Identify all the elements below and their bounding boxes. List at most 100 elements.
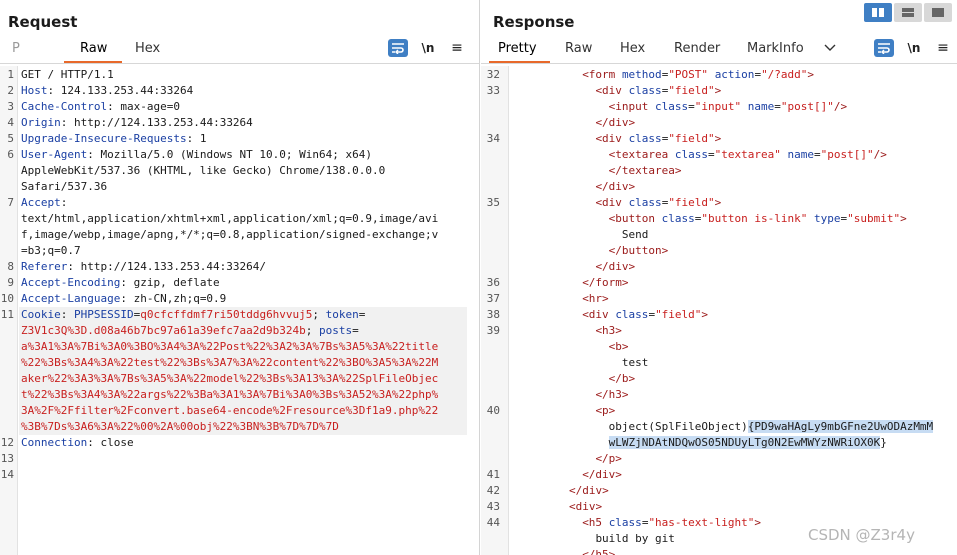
code-line: <h3> xyxy=(595,323,622,339)
response-menu-button[interactable]: ≡ xyxy=(937,40,949,56)
layout-tabs-button[interactable] xyxy=(924,3,952,22)
line-number-gutter xyxy=(481,66,509,555)
request-tabs: P Raw Hex \n ≡ xyxy=(0,38,479,64)
code-line: t%22%3Bs%3A4%3A%22args%22%3Ba%3A1%3A%7Bi… xyxy=(21,387,438,403)
code-line: Send xyxy=(622,227,649,243)
line-number: 7 xyxy=(7,196,14,209)
code-token: : close xyxy=(87,436,134,449)
tab-p[interactable]: P xyxy=(12,41,20,56)
code-token: } xyxy=(880,436,887,449)
code-token: class xyxy=(661,212,695,225)
code-token xyxy=(708,68,715,81)
code-token: Cache-Control xyxy=(21,100,108,113)
code-line: aker%22%3A3%3A%7Bs%3A5%3A%22model%22%3Bs… xyxy=(21,371,438,387)
line-number: 35 xyxy=(486,196,500,209)
code-line: </h3> xyxy=(595,387,628,403)
response-viewer[interactable]: 32<form method="POST" action="/?add">33<… xyxy=(481,66,957,555)
code-token: class xyxy=(628,132,662,145)
code-token: = xyxy=(661,132,669,145)
code-line: text/html,application/xhtml+xml,applicat… xyxy=(21,211,438,227)
tab-hex[interactable]: Hex xyxy=(620,41,646,56)
code-token: ; xyxy=(312,308,326,321)
wrap-lines-button[interactable] xyxy=(388,39,408,57)
tab-render[interactable]: Render xyxy=(674,41,721,56)
code-line: Cache-Control: max-age=0 xyxy=(21,99,180,115)
code-token: > xyxy=(714,196,722,209)
code-token: ; xyxy=(305,324,320,337)
code-token: <h5 xyxy=(582,516,609,529)
code-token: = xyxy=(688,100,695,113)
code-line: <div class="field"> xyxy=(595,83,721,99)
code-token: Referer xyxy=(21,260,68,273)
code-line: </div> xyxy=(582,467,622,483)
code-token: = xyxy=(661,84,669,97)
code-token: Origin xyxy=(21,116,61,129)
show-newlines-button[interactable]: \n xyxy=(907,41,921,55)
code-line: </div> xyxy=(569,483,609,499)
show-newlines-button[interactable]: \n xyxy=(421,41,435,55)
code-line: Accept: xyxy=(21,195,67,211)
rows-icon xyxy=(902,8,914,17)
code-line: %22%3Bs%3A4%3A%22test%22%3Bs%3A7%3A%22co… xyxy=(21,355,438,371)
tab-pretty[interactable]: Pretty xyxy=(498,41,537,56)
code-line: =b3;q=0.7 xyxy=(21,243,81,259)
tab-markinfo[interactable]: MarkInfo xyxy=(747,41,804,56)
code-token: = xyxy=(754,68,762,81)
code-token: </div> xyxy=(582,468,622,481)
code-token: </p> xyxy=(595,452,622,465)
code-token: class xyxy=(615,308,649,321)
code-token: "submit" xyxy=(847,212,901,225)
request-menu-button[interactable]: ≡ xyxy=(451,40,463,56)
chevron-down-icon[interactable] xyxy=(823,42,843,60)
code-line: </h5> xyxy=(582,547,615,555)
code-token: "field" xyxy=(668,196,715,209)
code-token: </div> xyxy=(568,484,609,497)
code-token: </h5> xyxy=(582,548,616,555)
code-line: User-Agent: Mozilla/5.0 (Windows NT 10.0… xyxy=(21,147,372,163)
code-token: : zh-CN,zh;q=0.9 xyxy=(120,292,227,305)
code-token: <textarea xyxy=(608,148,675,161)
code-token: = xyxy=(661,68,669,81)
code-line: a%3A1%3A%7Bi%3A0%3BO%3A4%3A%22Post%22%3A… xyxy=(21,339,438,355)
wrap-lines-button[interactable] xyxy=(874,39,894,57)
code-line: Referer: http://124.133.253.44:33264/ xyxy=(21,259,266,275)
wrap-icon xyxy=(878,43,890,54)
code-line: <input class="input" name="post[]"/> xyxy=(609,99,847,115)
code-token: = xyxy=(840,212,848,225)
code-token: </div> xyxy=(595,180,636,193)
code-token: f,image/webp,image/apng,*/*;q=0.8,applic… xyxy=(21,228,439,241)
code-token: class xyxy=(628,84,662,97)
layout-stacked-button[interactable] xyxy=(894,3,922,22)
layout-side-by-side-button[interactable] xyxy=(864,3,892,22)
code-token: action xyxy=(714,68,755,81)
code-token: <b> xyxy=(608,340,629,353)
tab-hex[interactable]: Hex xyxy=(135,41,161,56)
line-number: 43 xyxy=(486,500,500,513)
code-token: "has-text-light" xyxy=(648,516,755,529)
code-token: "input" xyxy=(694,100,742,113)
tab-raw[interactable]: Raw xyxy=(80,41,108,56)
code-token: "field" xyxy=(668,132,715,145)
line-number: 10 xyxy=(0,292,14,305)
code-token: </h3> xyxy=(595,388,629,401)
line-number: 37 xyxy=(486,292,500,305)
code-token: Host xyxy=(21,84,48,97)
code-token: <div xyxy=(595,84,629,97)
line-number: 12 xyxy=(0,436,14,449)
code-line: <textarea class="textarea" name="post[]"… xyxy=(609,147,887,163)
line-number: 5 xyxy=(7,132,14,145)
line-number: 13 xyxy=(0,452,14,465)
code-token: </textarea> xyxy=(608,164,682,177)
request-title: Request xyxy=(8,13,78,31)
code-line: object(SplFileObject){PD9waHAgLy9mbGFne2… xyxy=(609,419,934,435)
code-token: > xyxy=(900,212,907,225)
code-line: <div class="field"> xyxy=(582,307,708,323)
tab-raw[interactable]: Raw xyxy=(565,41,593,56)
code-line: </div> xyxy=(595,259,635,275)
code-token: "button is-link" xyxy=(701,212,808,225)
code-token: : max-age=0 xyxy=(107,100,180,113)
code-token: </b> xyxy=(608,372,636,385)
code-token: = xyxy=(708,148,715,161)
